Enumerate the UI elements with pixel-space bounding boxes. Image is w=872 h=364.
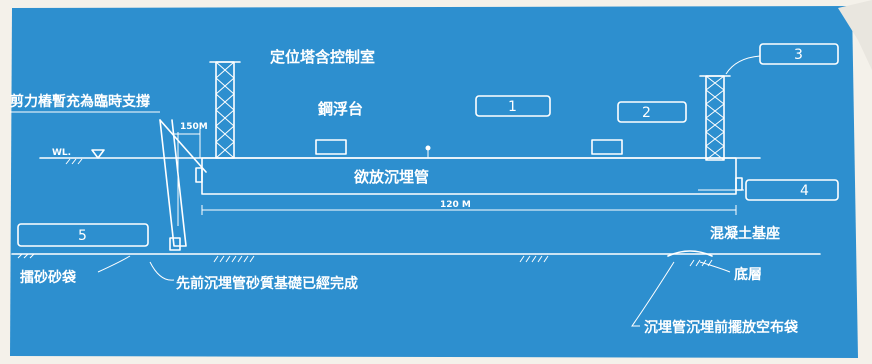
callout-box-5: 5	[17, 223, 149, 247]
water-level-label: WL.	[52, 148, 71, 158]
sandbag-leader	[97, 255, 131, 273]
concrete-base	[667, 250, 713, 257]
svg-text:2: 2	[642, 105, 651, 121]
tube-center-mark	[425, 145, 431, 151]
shear-pile-label: 剪力樁暫充為臨時支撐	[10, 93, 150, 110]
pipe-label: 欲放沉埋管	[353, 168, 429, 186]
concrete-base-hatch	[689, 259, 713, 267]
bottom-leader	[699, 261, 731, 273]
water-hatch	[65, 158, 83, 165]
seabed-hatch-a	[213, 255, 255, 263]
dim-150-label: 150M	[180, 122, 208, 132]
paper-corner	[838, 0, 872, 70]
blueprint-sheet	[10, 6, 858, 358]
bottom-layer-label: 底層	[734, 266, 762, 283]
concrete-base-label: 混凝土基座	[710, 225, 780, 242]
water-level-marker	[91, 149, 105, 159]
callout-box-3: 3	[725, 43, 839, 75]
right-tower	[699, 75, 731, 161]
prev-pipe-leader	[149, 261, 175, 281]
bag-leader	[631, 261, 675, 327]
svg-text:3: 3	[794, 47, 803, 63]
seabed-hatch-b	[519, 255, 549, 263]
callout-box-1: 1	[475, 95, 551, 117]
tower-room-label: 定位塔含控制室	[270, 48, 375, 66]
bag-note-label: 沉埋管沉埋前擺放空布袋	[644, 319, 799, 336]
svg-text:4: 4	[800, 183, 809, 199]
svg-text:1: 1	[508, 99, 517, 115]
svg-text:5: 5	[78, 228, 87, 244]
seabed-hatch-c	[17, 253, 35, 259]
sandbag-label: 擂砂砂袋	[20, 269, 77, 286]
dim-120-label: 120 M	[440, 200, 471, 210]
callout-box-4: 4	[745, 179, 839, 201]
steel-float-label: 鋼浮台	[317, 100, 363, 118]
callout-box-2: 2	[617, 101, 687, 123]
tube-end-left	[195, 167, 203, 183]
shear-pile	[159, 119, 207, 251]
prev-pipe-label: 先前沉埋管砂質基礎已經完成	[176, 275, 358, 292]
